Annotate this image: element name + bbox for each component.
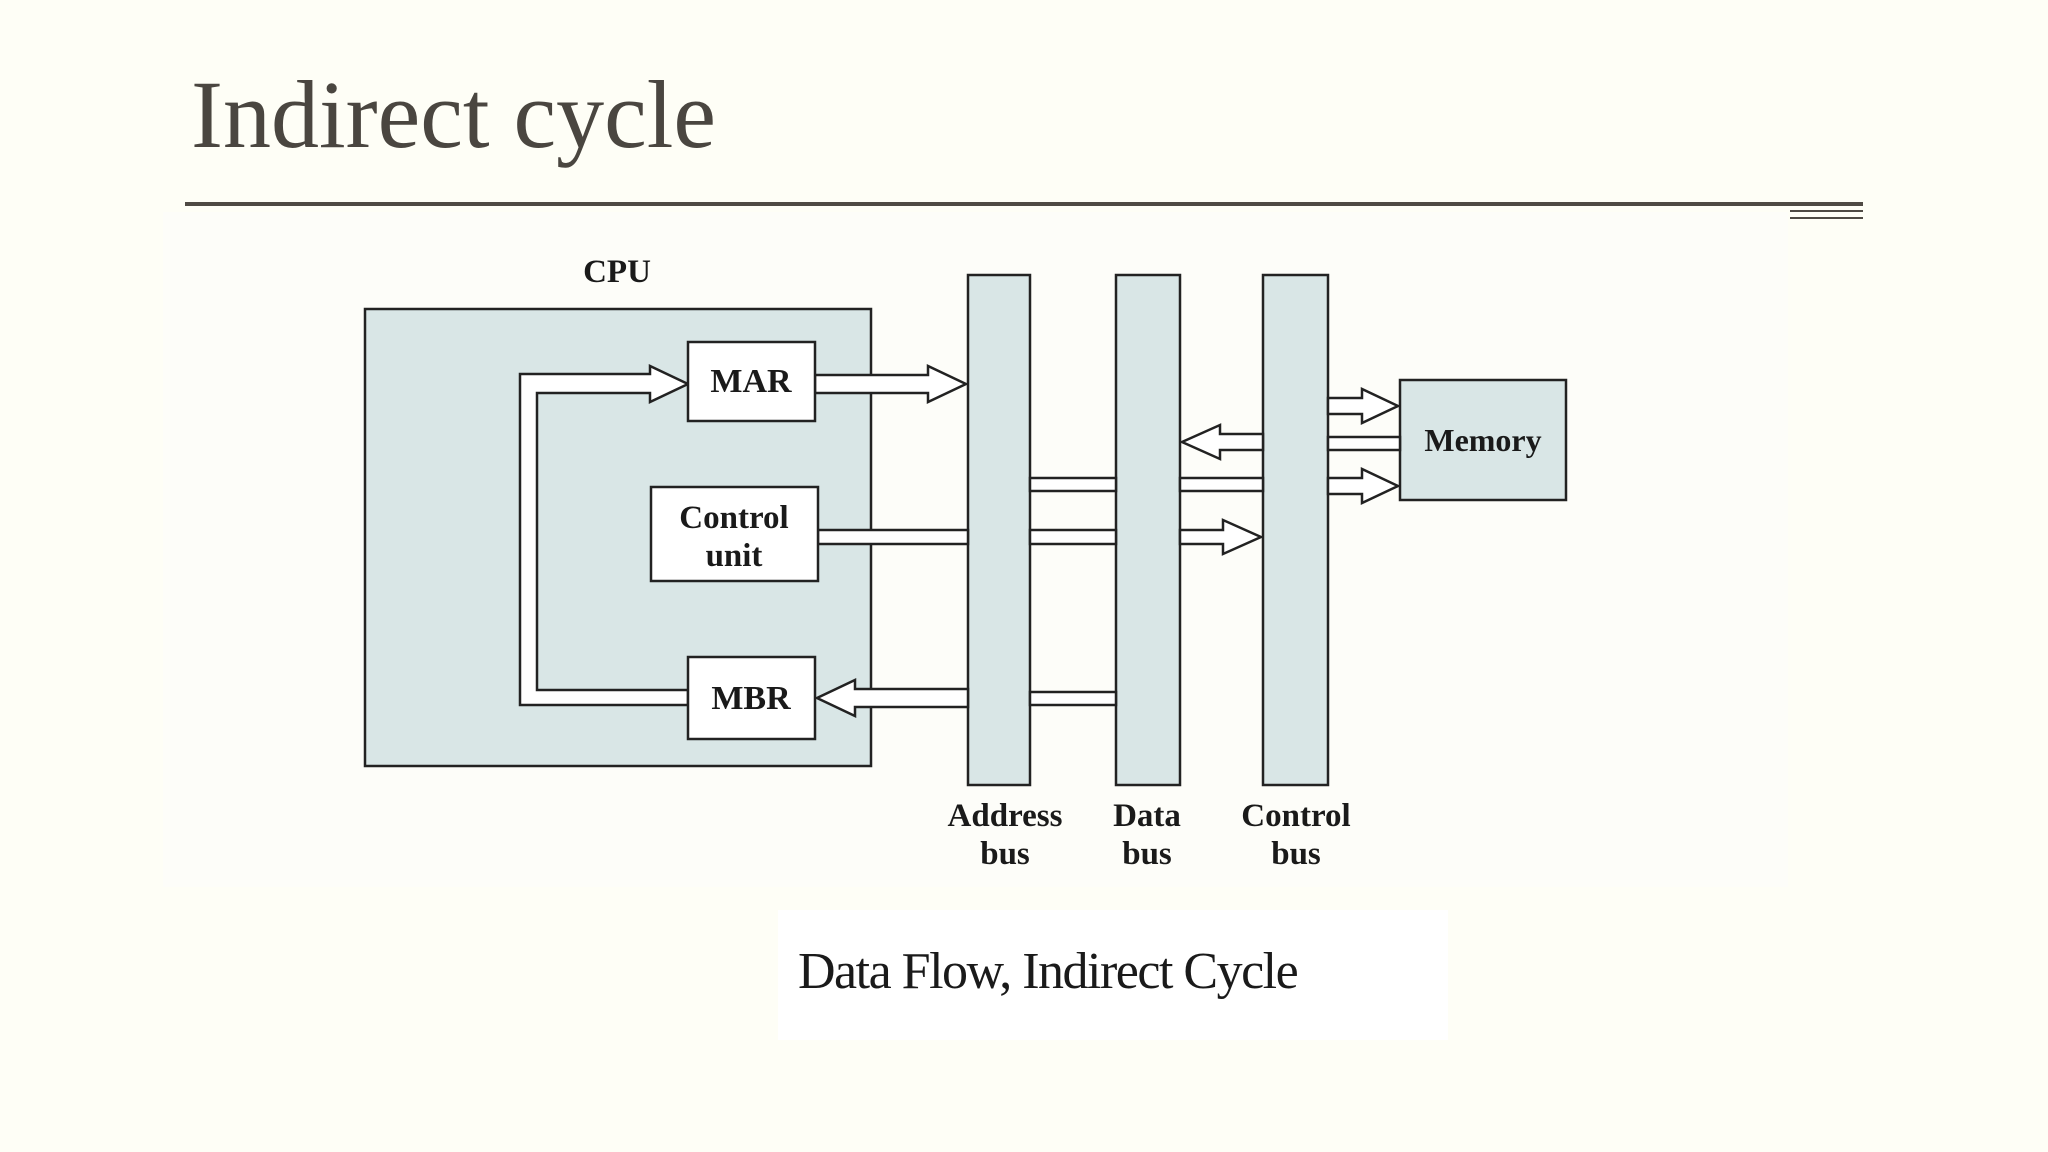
memory-label: Memory <box>1424 422 1541 458</box>
control-bus-to-memory-arrow-lower <box>1326 467 1401 505</box>
memory-to-data-bus-arrow <box>1178 423 1265 461</box>
data-bus-label-line1: Data <box>1113 798 1181 834</box>
cpu-label: CPU <box>583 254 651 290</box>
address-bus-label-line2: bus <box>980 836 1030 872</box>
data-bus <box>1114 273 1182 787</box>
mar-box <box>686 340 817 423</box>
mbr-to-mar-arrow <box>518 364 691 707</box>
control-bus-label-line1: Control <box>1241 798 1350 834</box>
control-unit-box <box>649 485 820 583</box>
mar-label: MAR <box>710 363 792 400</box>
address-bus-label-line1: Address <box>948 798 1063 834</box>
address-data-link-lower <box>1028 690 1118 707</box>
mbr-box <box>686 655 817 741</box>
control-bus-to-memory-arrow-upper <box>1326 387 1401 425</box>
data-control-link <box>1178 476 1265 493</box>
mbr-label: MBR <box>711 680 791 717</box>
address-data-link-middle <box>1028 528 1118 546</box>
address-bus-to-mbr-arrow <box>814 678 970 718</box>
caption-box <box>778 910 1448 1040</box>
control-unit-link <box>816 528 970 546</box>
title-divider-accent <box>1790 217 1863 219</box>
control-unit-label-line1: Control <box>679 500 788 536</box>
control-bus-label-line2: bus <box>1271 836 1321 872</box>
memory-block <box>1398 378 1568 502</box>
mar-to-address-bus-arrow <box>813 364 969 404</box>
diagram-caption: Data Flow, Indirect Cycle <box>798 943 1299 1000</box>
data-to-control-bus-arrow <box>1178 518 1265 556</box>
control-bus-memory-link <box>1326 435 1402 452</box>
address-bus <box>966 273 1032 787</box>
address-data-link-upper <box>1028 476 1118 493</box>
title-divider <box>185 202 1863 206</box>
slide-title: Indirect cycle <box>191 61 716 168</box>
title-divider-accent <box>1790 210 1863 212</box>
control-unit-label-line2: unit <box>706 538 763 574</box>
data-bus-label-line2: bus <box>1122 836 1172 872</box>
control-bus <box>1261 273 1330 787</box>
